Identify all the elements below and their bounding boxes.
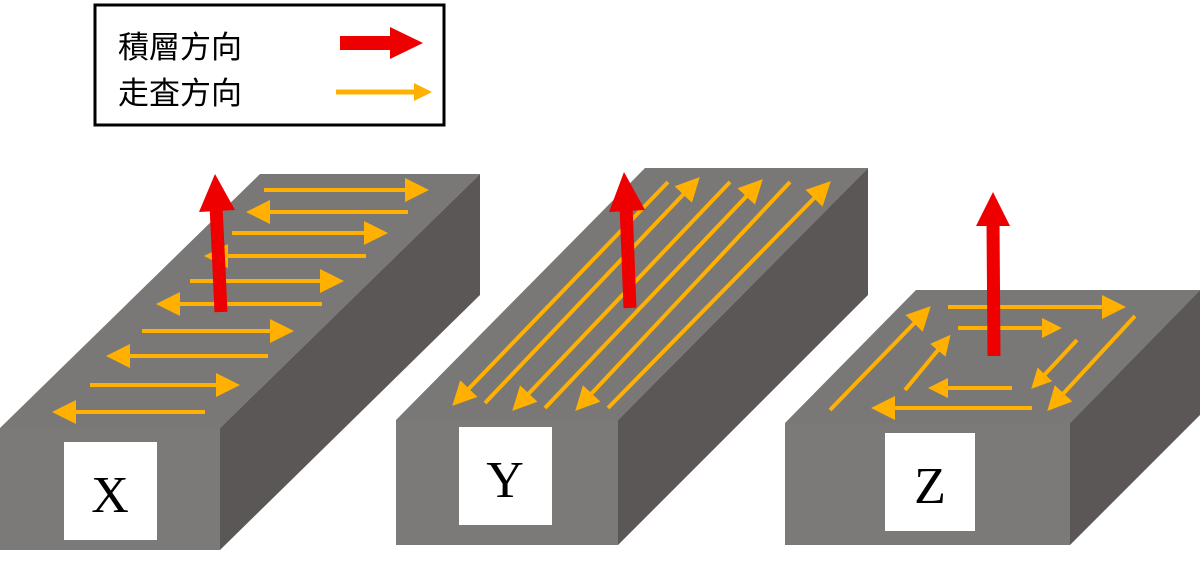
specimen-y-side-face bbox=[618, 168, 868, 545]
legend-scan-direction-label: 走査方向 bbox=[118, 76, 242, 112]
scan-arrow-icon bbox=[606, 181, 831, 410]
specimen-z-build-arrow-icon bbox=[976, 192, 1010, 357]
specimen-z-label-box bbox=[885, 433, 975, 531]
specimen-y-label-box bbox=[459, 427, 552, 525]
specimen-x-build-arrow-icon bbox=[199, 174, 235, 313]
scan-arrow-icon bbox=[828, 306, 931, 412]
scan-arrow-icon bbox=[575, 180, 792, 411]
specimen-x-label-box bbox=[64, 442, 157, 540]
specimen-z-top-face bbox=[785, 290, 1200, 423]
specimen-y-label: Y bbox=[486, 452, 524, 509]
specimen-x-label: X bbox=[91, 467, 129, 524]
scan-arrow-icon bbox=[483, 177, 700, 405]
legend-build-arrow-icon bbox=[340, 27, 423, 59]
specimen-y: Y bbox=[396, 168, 868, 545]
specimen-z-label: Z bbox=[914, 458, 946, 515]
specimen-z: Z bbox=[785, 192, 1200, 545]
scan-arrow-icon bbox=[1047, 314, 1137, 411]
specimen-y-build-arrow-icon bbox=[609, 172, 645, 309]
legend-box bbox=[93, 3, 446, 127]
specimen-z-side-face bbox=[1070, 290, 1200, 545]
specimen-x: X bbox=[0, 174, 480, 550]
specimen-z-scan-paths bbox=[828, 295, 1137, 420]
legend: 積層方向 走査方向 bbox=[93, 3, 446, 127]
scan-arrow-icon bbox=[512, 180, 732, 411]
scan-arrow-icon bbox=[543, 179, 763, 410]
legend-build-direction-label: 積層方向 bbox=[118, 30, 242, 66]
specimen-x-side-face bbox=[220, 174, 480, 550]
scan-arrow-icon bbox=[903, 334, 951, 392]
legend-scan-arrow-icon bbox=[336, 83, 432, 101]
scan-arrow-icon bbox=[1031, 338, 1079, 389]
